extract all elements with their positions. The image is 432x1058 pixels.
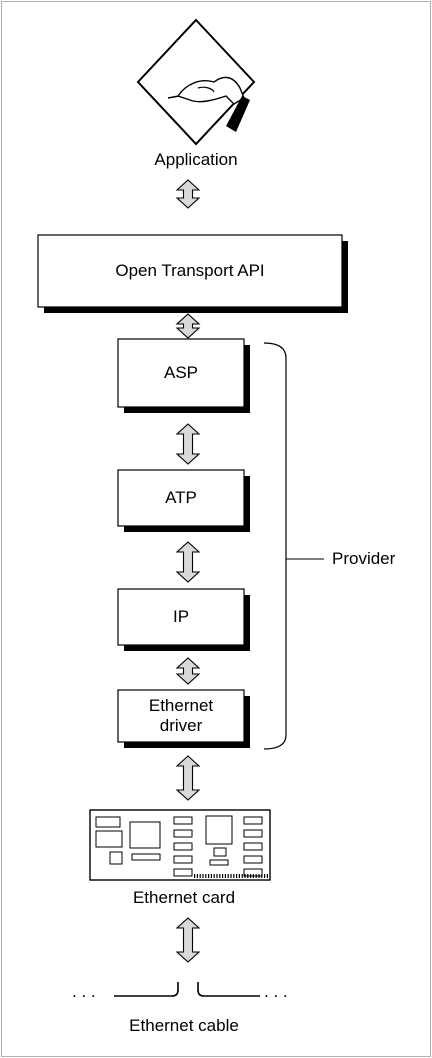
atp-label: ATP (165, 488, 197, 507)
provider-label: Provider (332, 549, 396, 568)
atp-box: ATP (118, 470, 244, 526)
ip-box: IP (118, 589, 244, 645)
provider-bracket (263, 342, 287, 750)
cable-dots-right: . . . (264, 982, 288, 1001)
ethernet-card-label: Ethernet card (132, 888, 236, 907)
ethernet-cable-line (114, 982, 260, 997)
cable-dots-left: . . . (72, 982, 96, 1001)
ethernet-driver-label: Ethernet driver (148, 696, 214, 735)
ip-label: IP (172, 607, 190, 626)
arrow-api-asp (175, 313, 201, 339)
asp-box-shape (117, 338, 250, 413)
arrow-driver-card (175, 755, 201, 801)
asp-box: ASP (118, 339, 244, 407)
ip-box-shape (117, 588, 250, 651)
application-label: Application (154, 150, 238, 169)
atp-box-shape (117, 469, 250, 532)
arrow-app-api (175, 179, 201, 209)
open-transport-api-box-shape (37, 234, 348, 313)
arrow-card-cable (175, 917, 201, 963)
asp-label: ASP (163, 363, 199, 382)
ethernet-driver-box: Ethernet driver (118, 690, 244, 742)
arrow-asp-atp (175, 423, 201, 465)
arrow-atp-ip (175, 541, 201, 583)
ethernet-cable-label: Ethernet cable (129, 1016, 239, 1035)
arrow-ip-driver (175, 657, 201, 685)
open-transport-api-label: Open Transport API (115, 261, 265, 280)
hand-writing-icon (136, 18, 256, 146)
ethernet-card-icon (89, 809, 271, 881)
ethernet-driver-box-shape (117, 689, 250, 748)
open-transport-api-box: Open Transport API (38, 235, 342, 307)
